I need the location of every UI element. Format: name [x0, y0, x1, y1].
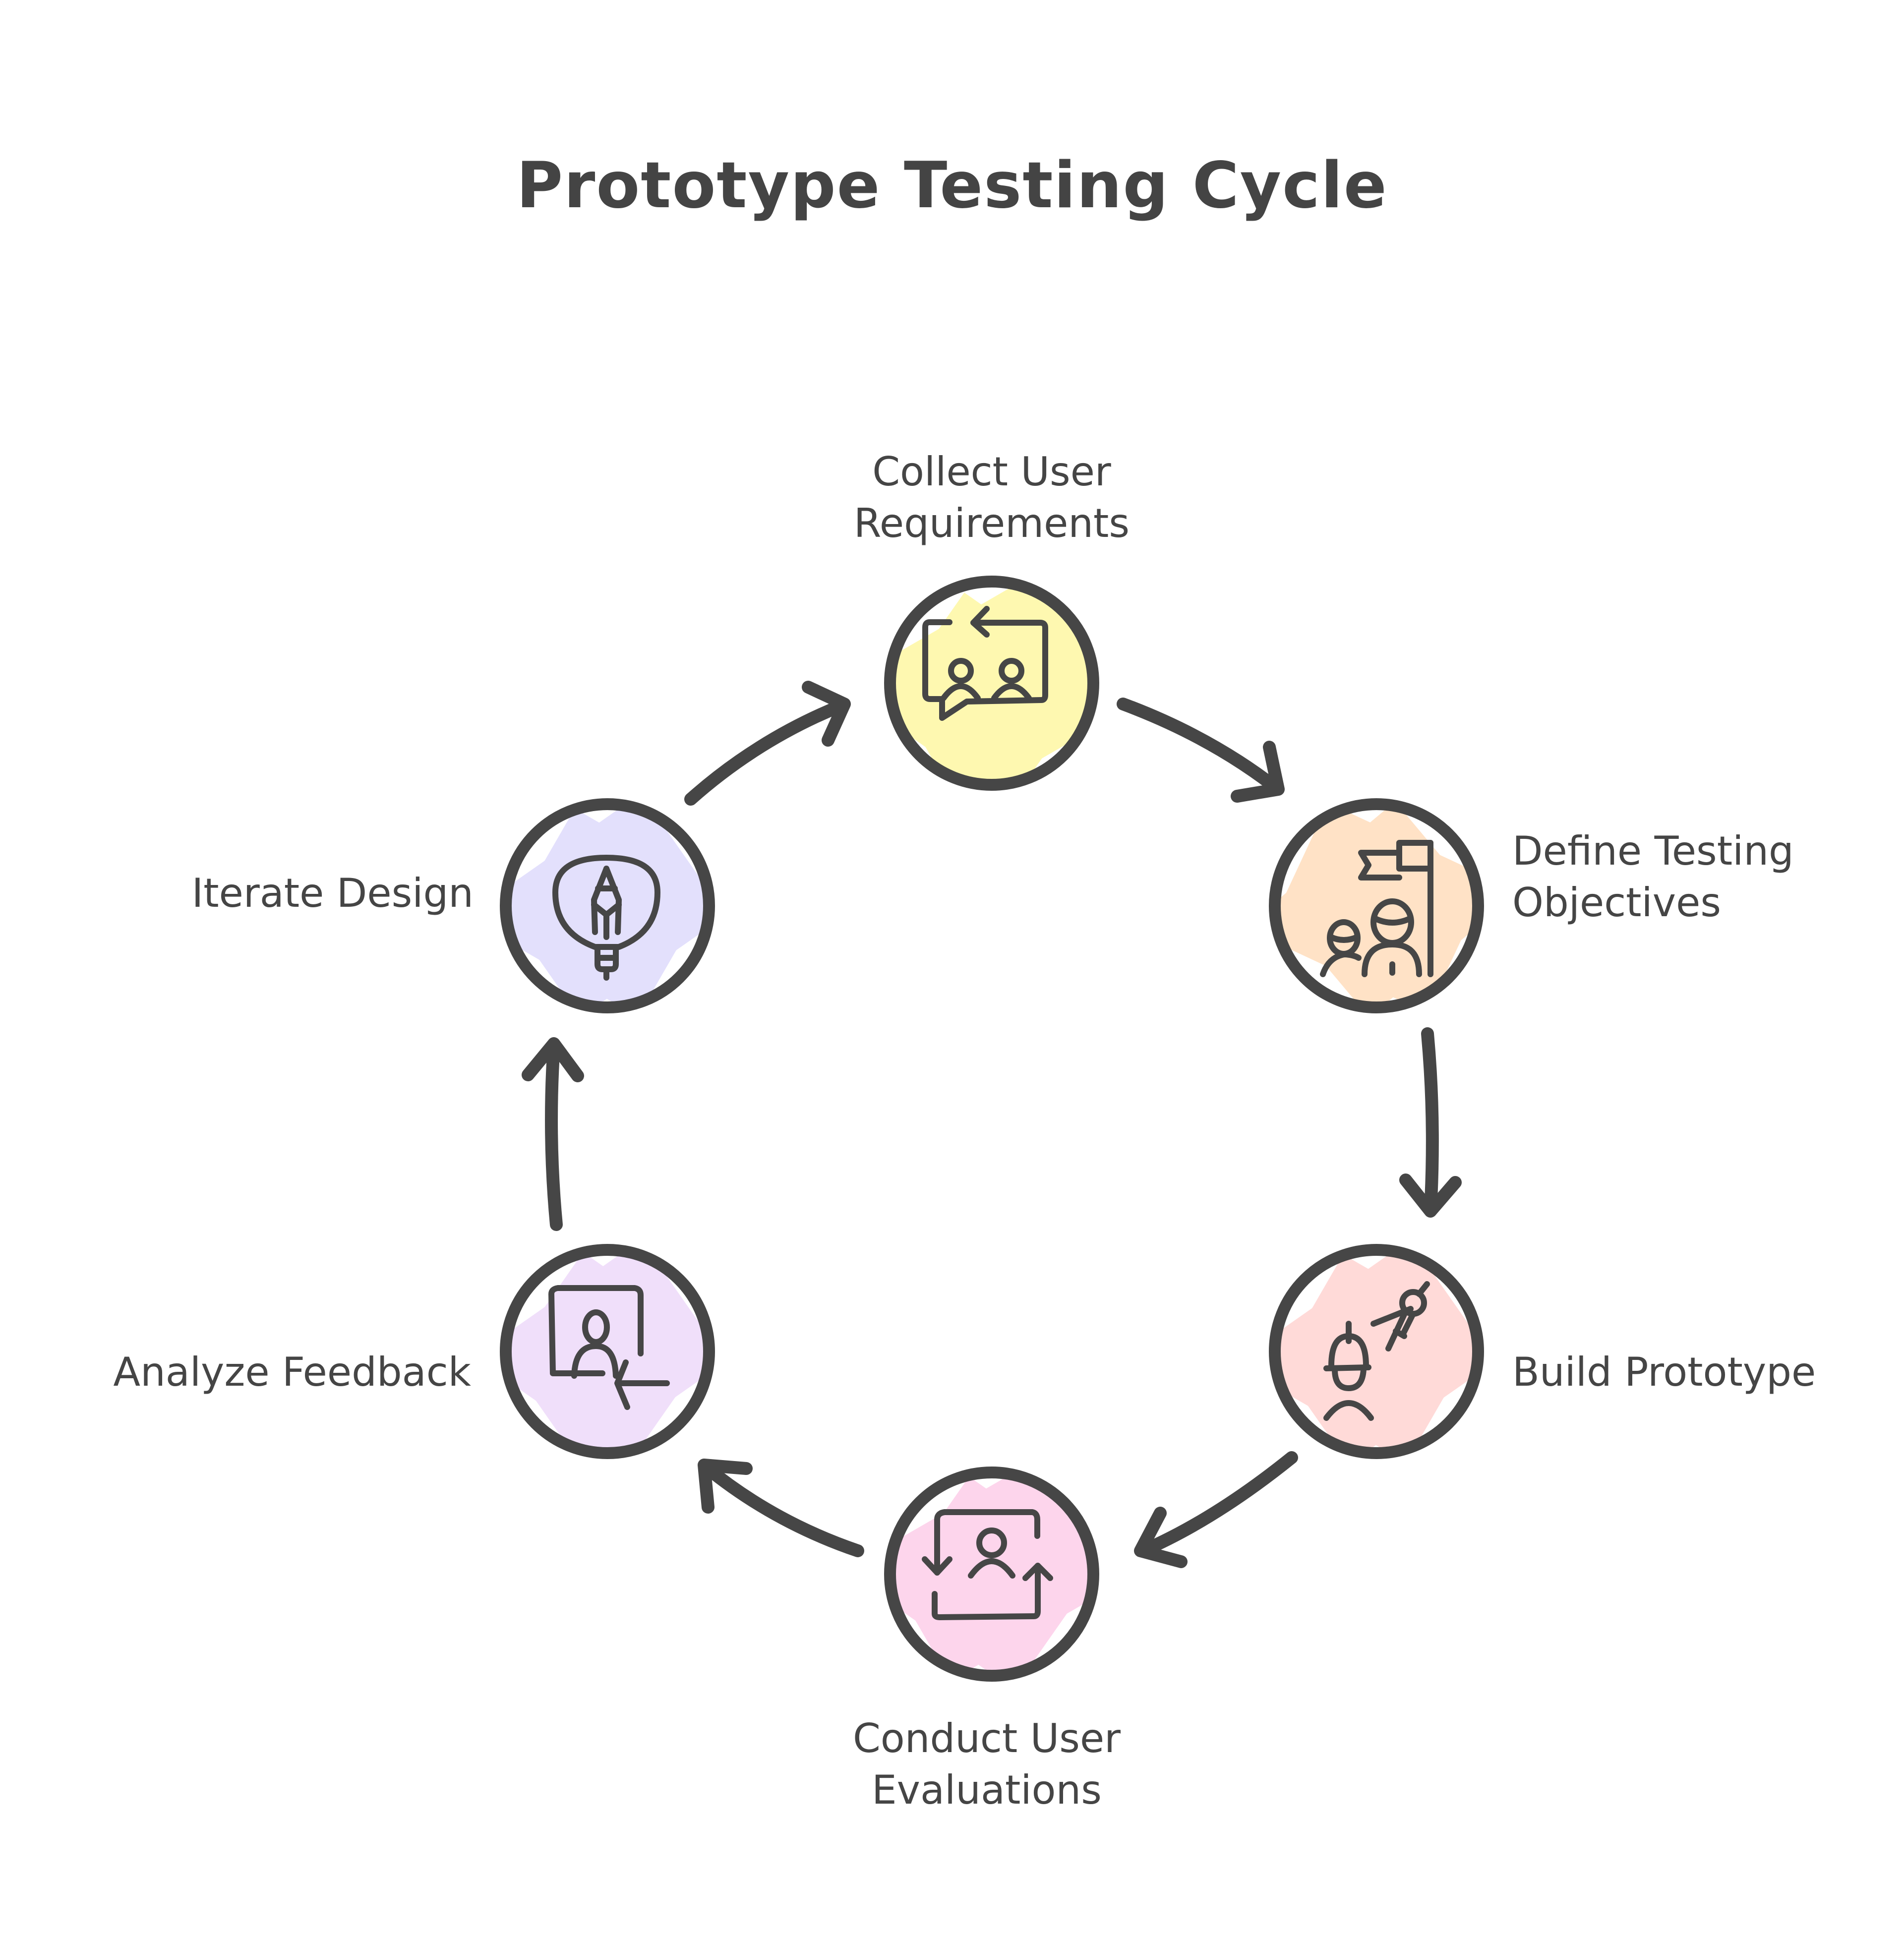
- label-line: Define Testing: [1512, 828, 1794, 874]
- label-line: Objectives: [1512, 880, 1722, 926]
- user-feedback-icon: [548, 1285, 670, 1410]
- node-analyze-feedback[interactable]: [495, 1239, 726, 1465]
- lightbulb-pencil-icon: [552, 855, 660, 981]
- label-line: Conduct User: [852, 1715, 1121, 1762]
- arrow-analyze-to-iterate: [522, 1037, 584, 1231]
- label-line: Iterate Design: [191, 870, 474, 916]
- arrow-iterate-to-collect: [684, 681, 851, 806]
- label-iterate-design: Iterate Design: [192, 868, 474, 919]
- label-line: Build Prototype: [1512, 1349, 1816, 1395]
- chat-users-icon: [922, 606, 1048, 721]
- diagram-title: Prototype Testing Cycle: [516, 149, 1388, 223]
- node-build-prototype[interactable]: [1263, 1240, 1495, 1464]
- node-define-testing-objectives[interactable]: [1265, 798, 1491, 1018]
- arrow-collect-to-define: [1117, 698, 1285, 803]
- node-fill: [893, 1476, 1090, 1672]
- arrow-define-to-build: [1399, 1027, 1462, 1218]
- label-line: Analyze Feedback: [113, 1349, 471, 1395]
- label-line: Requirements: [853, 500, 1130, 546]
- label-conduct-user-evaluations: Conduct User Evaluations: [853, 1713, 1121, 1816]
- label-analyze-feedback: Analyze Feedback: [113, 1347, 471, 1398]
- arrow-build-to-conduct: [1134, 1451, 1298, 1568]
- label-define-testing-objectives: Define Testing Objectives: [1512, 825, 1794, 929]
- node-conduct-user-evaluations[interactable]: [876, 1458, 1114, 1690]
- node-fill: [509, 808, 706, 1004]
- label-build-prototype: Build Prototype: [1512, 1347, 1816, 1398]
- team-flag-icon: [1320, 840, 1433, 977]
- user-cycle-icon: [922, 1509, 1053, 1620]
- engineer-compass-icon: [1323, 1281, 1430, 1421]
- arrow-conduct-to-analyze: [698, 1459, 864, 1557]
- node-iterate-design[interactable]: [494, 793, 726, 1017]
- label-collect-user-requirements: Collect User Requirements: [854, 446, 1130, 549]
- node-collect-user-requirements[interactable]: [878, 570, 1123, 806]
- label-line: Evaluations: [872, 1767, 1102, 1813]
- label-line: Collect User: [872, 449, 1111, 495]
- node-fill: [1278, 1253, 1475, 1450]
